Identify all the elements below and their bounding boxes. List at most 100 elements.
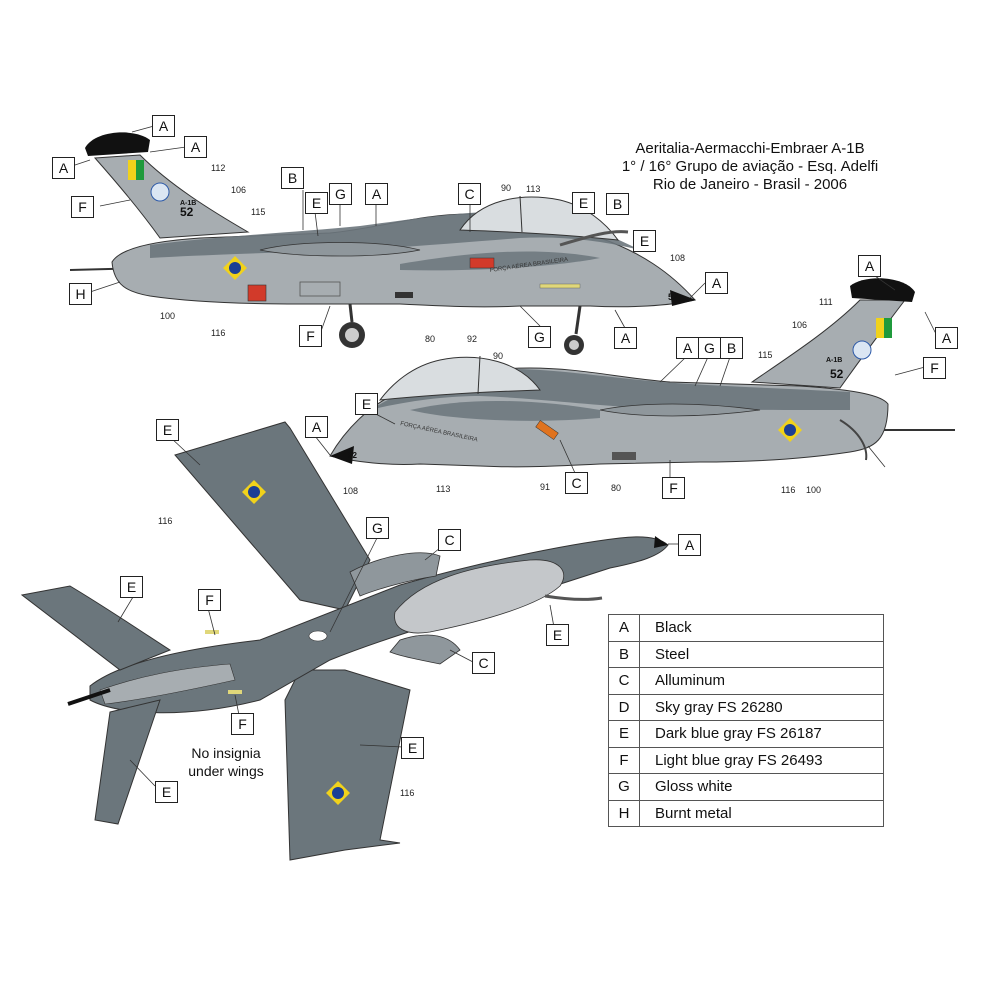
ref-number: 112 [211,163,226,173]
stabilizer-upper [20,585,172,671]
wing-roundel-upper [248,486,260,498]
title-location-year: Rio de Janeiro - Brasil - 2006 [652,176,848,193]
callout-f: F [923,357,946,379]
canopy-left [378,356,541,401]
ref-number: 106 [792,320,808,330]
legend-code: F [608,746,640,774]
ref-number: 108 [343,486,359,496]
fin-type-code: A-1B [180,200,196,207]
ref-number: 111 [819,297,833,307]
legend-color-name: Dark blue gray FS 26187 [639,720,884,748]
ref-number: 115 [251,207,266,217]
camo-side-right [400,251,600,271]
squadron-badge-right [150,182,170,202]
callout-a: A [678,534,701,556]
fin-serial-left: 52 [830,367,844,381]
title-aircraft: Aeritalia-Aermacchi-Embraer A-1B [635,140,865,157]
callout-c: C [565,472,588,494]
callout-a: A [676,337,699,359]
legend-code: A [608,614,640,642]
callout-a: A [52,157,75,179]
legend-color-name: Light blue gray FS 26493 [639,746,884,774]
nose-cone-planform [654,536,668,548]
ref-number: 106 [231,185,247,195]
roundel-right [229,262,241,274]
ref-number: 108 [670,253,686,263]
legend-color-name: Steel [639,640,884,668]
ref-number: 116 [400,788,415,798]
ventral-tank [394,559,565,634]
callout-f: F [231,713,254,735]
callout-g: G [329,183,352,205]
legend-color-name: Alluminum [639,667,884,695]
callout-c: C [472,652,495,674]
nose-cone-left [330,446,354,464]
ref-number: 113 [436,484,451,494]
ref-number: 116 [781,485,796,495]
callout-e: E [120,576,143,598]
legend-color-name: Sky gray FS 26280 [639,693,884,721]
ref-number: 116 [158,516,173,526]
callout-g: G [366,517,389,539]
legend-code: E [608,720,640,748]
fin-flag-green [136,160,144,180]
ref-number: 91 [540,482,551,492]
callout-b: B [606,193,629,215]
ref-number: 116 [211,328,226,338]
callout-f: F [662,477,685,499]
callout-a: A [152,115,175,137]
side-profile-left: A-1B 52 FORÇA AÉREA BRASILEIRA 52 [329,278,955,468]
wing-upper [174,421,371,611]
callout-h: H [69,283,92,305]
callout-e: E [633,230,656,252]
callout-a: A [614,327,637,349]
fin-flag-green-left [884,318,892,338]
planform-underside [20,421,669,861]
callout-a: A [305,416,328,438]
ref-number: 100 [160,311,176,321]
callout-b: B [281,167,304,189]
title-unit: 1° / 16° Grupo de aviação - Esq. Adelfi [621,158,879,175]
callout-e: E [156,419,179,441]
callout-f: F [299,325,322,347]
callout-e: E [355,393,378,415]
tail-probe-planform [67,688,111,706]
fin-flag-yellow [128,160,136,180]
legend-code: D [608,693,640,721]
callout-a: A [184,136,207,158]
ref-number: 113 [526,184,541,194]
fin-serial: 52 [180,205,194,219]
roundel-left [784,424,796,436]
legend-color-name: Burnt metal [639,799,884,827]
white-panel [308,630,328,642]
ref-number: 100 [806,485,822,495]
callout-e: E [155,781,178,803]
callout-e: E [572,192,595,214]
tail-cap-right [85,132,150,156]
side-profile-right: A-1B 52 FORÇA AÉREA BRASILEIRA 52 [69,132,696,355]
note-line-2: under wings [188,763,264,779]
callout-b: B [720,337,743,359]
callout-g: G [528,326,551,348]
callout-e: E [546,624,569,646]
callout-e: E [401,737,424,759]
ref-number: 90 [501,183,512,193]
nose-number-right: 52 [668,292,678,302]
callout-a: A [935,327,958,349]
wing-roundel-lower [332,787,344,799]
vertical-tail-left [750,299,907,389]
callout-f: F [71,196,94,218]
legend-code: C [608,667,640,695]
ref-number: 90 [493,351,504,361]
nose-cone-right [670,290,696,306]
legend-color-name: Gloss white [639,773,884,801]
ref-number: 80 [611,483,622,493]
legend-code: G [608,773,640,801]
